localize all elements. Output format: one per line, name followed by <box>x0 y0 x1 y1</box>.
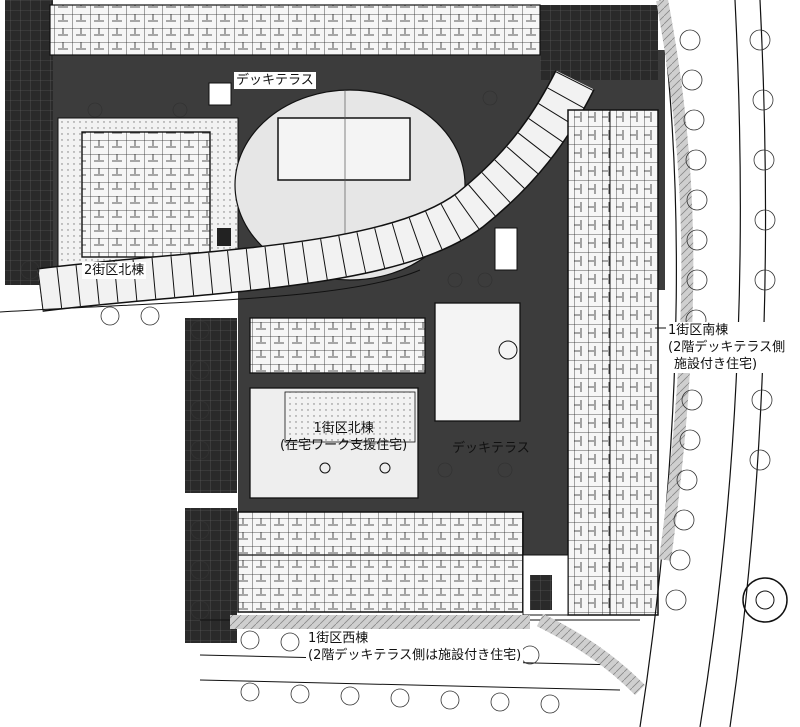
block1-south-building <box>567 109 659 616</box>
parking-north-east <box>540 5 658 80</box>
curved-walkway <box>0 70 595 313</box>
label-block1-north-line2: (在宅ワーク支援住宅) <box>280 438 408 453</box>
label-deck-terrace-center: デッキテラス <box>452 441 530 456</box>
block1-west-building <box>237 511 524 613</box>
parking-west-top <box>5 0 53 285</box>
central-square <box>434 302 521 422</box>
top-building-row <box>49 4 541 56</box>
roundabout <box>742 577 788 623</box>
courtyard-small-block <box>494 227 518 271</box>
label-block1-west-line2: (2階デッキテラス側は施設付き住宅) <box>308 648 522 663</box>
label-block1-south-line1: 1街区南棟 <box>668 323 729 338</box>
block2-north-building <box>81 131 211 258</box>
label-block1-south-line2: (2階デッキテラス側 <box>668 340 786 355</box>
south-road <box>199 613 645 695</box>
label-block1-west-line1: 1街区西棟 <box>308 631 369 646</box>
label-block1-north-line1: 1街区北棟 <box>313 421 374 436</box>
block1-north-upper-units <box>249 317 426 374</box>
label-block1-west: 1街区西棟 (2階デッキテラス側は施設付き住宅) <box>306 630 524 664</box>
deck-terrace-top-square <box>208 82 232 106</box>
label-block1-south: 1街区南棟 (2階デッキテラス側 施設付き住宅) <box>666 322 788 373</box>
label-block1-north: 1街区北棟 (在宅ワーク支援住宅) <box>280 420 407 454</box>
label-deck-terrace-top: デッキテラス <box>234 72 316 89</box>
label-block2-north: 2街区北棟 <box>82 262 147 279</box>
parking-west-mid <box>185 318 237 493</box>
label-block1-south-line3: 施設付き住宅) <box>674 357 758 372</box>
oval-court-pool <box>277 117 411 181</box>
